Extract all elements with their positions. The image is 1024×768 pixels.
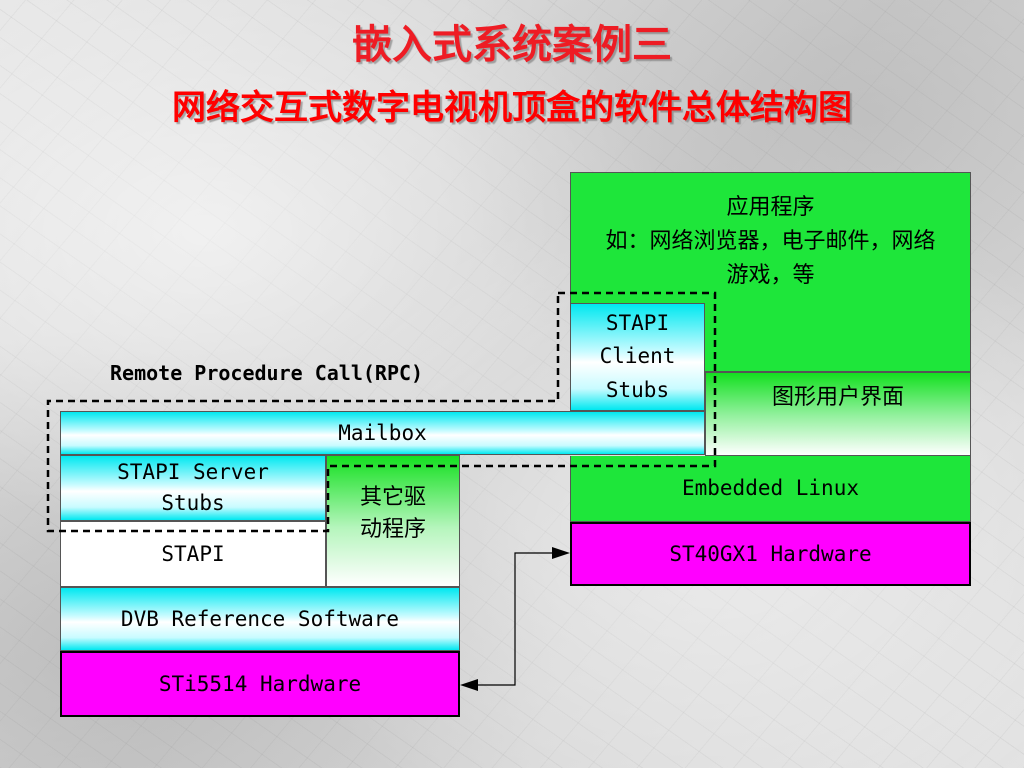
- st40-hardware-label: ST40GX1 Hardware: [669, 541, 872, 566]
- embedded-linux-block: Embedded Linux: [570, 456, 971, 522]
- stapi-client-stubs-label: STAPI Client Stubs: [599, 310, 676, 402]
- dvb-software-label: DVB Reference Software: [120, 606, 400, 631]
- stapi-server-stubs-label: STAPI Server Stubs: [117, 459, 269, 516]
- embedded-linux-label: Embedded Linux: [681, 476, 859, 501]
- arrowhead-left: [460, 679, 478, 691]
- stapi-server-stubs-block: STAPI Server Stubs: [60, 455, 326, 521]
- stapi-block: STAPI: [60, 521, 326, 587]
- sti5514-hardware-block: STi5514 Hardware: [60, 651, 460, 717]
- stapi-client-stubs-block: STAPI Client Stubs: [570, 303, 705, 411]
- sti5514-hardware-label: STi5514 Hardware: [158, 671, 362, 696]
- gui-block: 图形用户界面: [705, 372, 971, 456]
- dvb-software-block: DVB Reference Software: [60, 587, 460, 651]
- hardware-link-line: [470, 552, 560, 686]
- stapi-label: STAPI: [161, 541, 225, 566]
- st40-hardware-block: ST40GX1 Hardware: [570, 522, 971, 586]
- page-title: 嵌入式系统案例三: [352, 22, 672, 68]
- page-subtitle: 网络交互式数字电视机顶盒的软件总体结构图: [172, 88, 852, 128]
- mailbox-label: Mailbox: [338, 420, 427, 445]
- mailbox-block: Mailbox: [60, 411, 705, 455]
- other-drivers-label: 其它驱 动程序: [359, 485, 426, 542]
- rpc-label: Remote Procedure Call(RPC): [110, 361, 424, 385]
- applications-label: 应用程序 如：网络浏览器，电子邮件，网络游戏，等: [605, 195, 936, 289]
- gui-label: 图形用户界面: [771, 385, 904, 410]
- arrowhead-right: [552, 547, 570, 559]
- other-drivers-block: 其它驱 动程序: [326, 455, 460, 587]
